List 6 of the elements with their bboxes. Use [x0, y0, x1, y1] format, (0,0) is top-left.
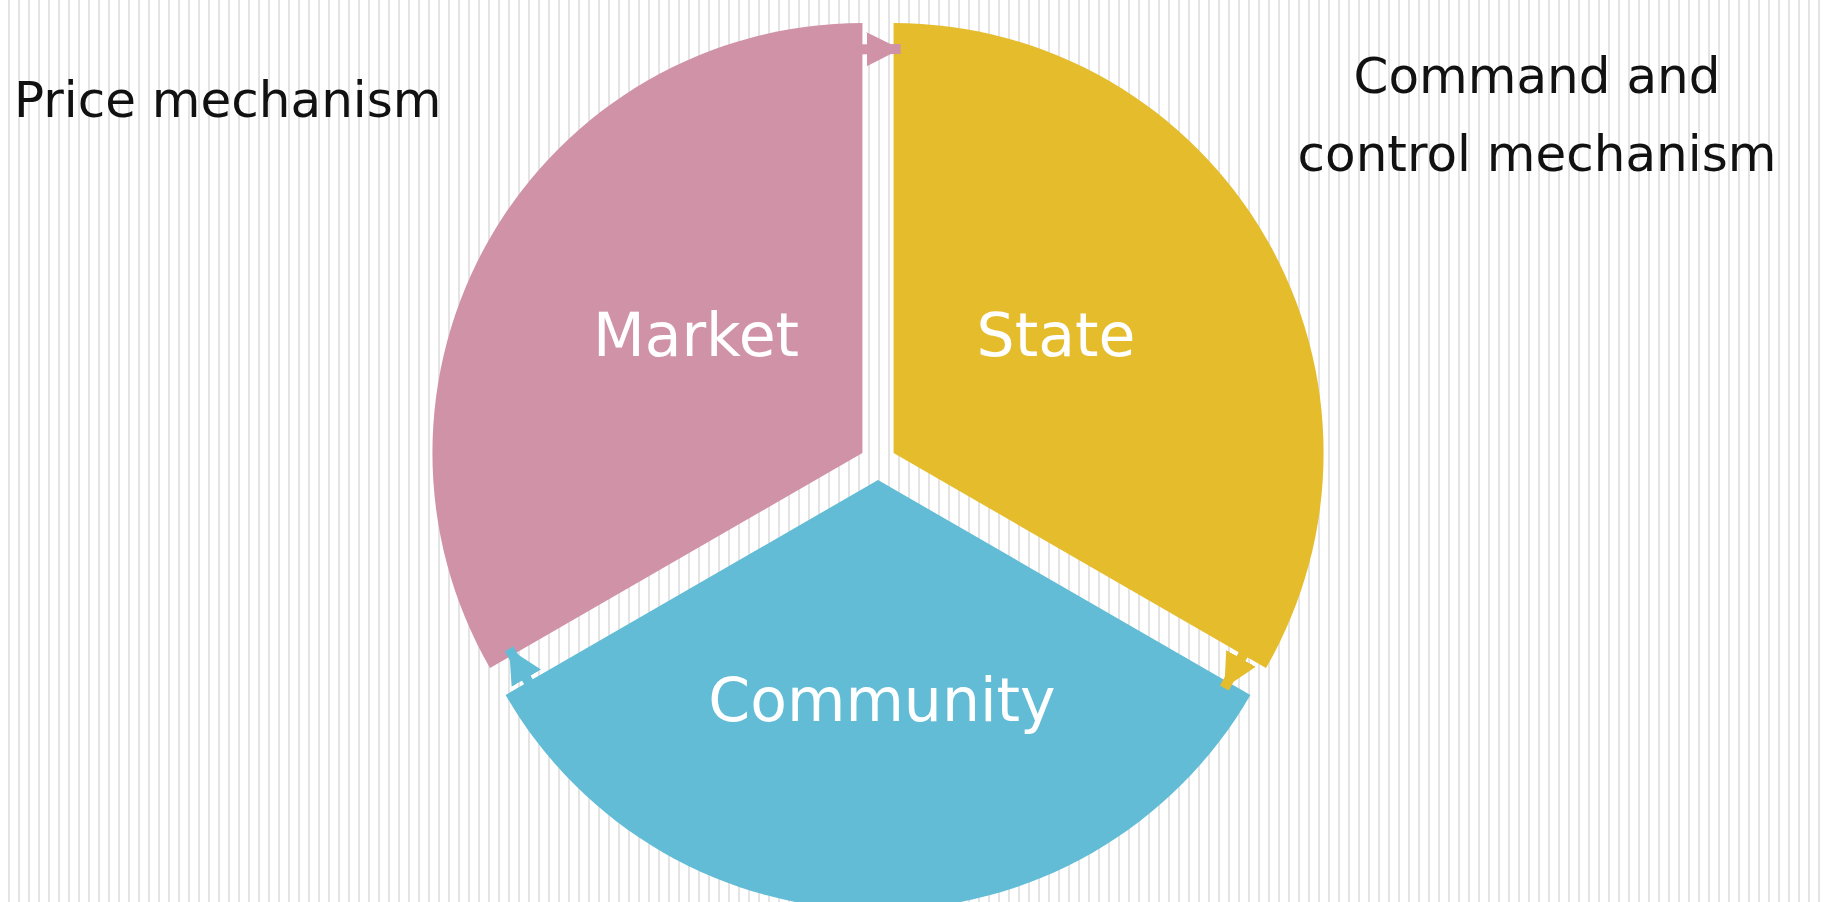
mechanism-note: Command and control mechanism [1296, 46, 1778, 185]
segment-label: Community [707, 664, 1057, 737]
segment-label: Market [591, 299, 801, 372]
mechanism-note: Price mechanism [14, 70, 443, 131]
segment-label: State [975, 299, 1137, 372]
cycle-segment [505, 480, 1251, 902]
